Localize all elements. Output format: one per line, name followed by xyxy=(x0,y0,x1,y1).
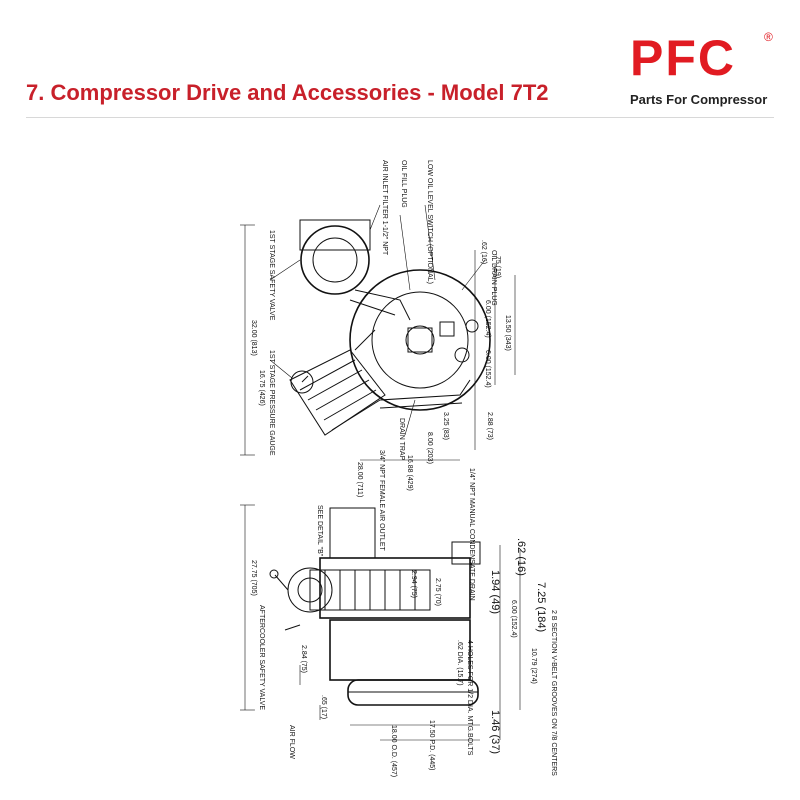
dim-u-6-00-a: 6.00 (152.4) xyxy=(484,300,491,338)
dim-l-27-75: 27.75 (705) xyxy=(250,560,257,596)
callout-air-flow: AIR FLOW xyxy=(288,725,295,759)
logo-mark: PFC xyxy=(630,30,736,86)
dim-l-1-46: 1.46 (37) xyxy=(489,710,501,754)
callout-aftercooler-safety-valve: AFTERCOOLER SAFETY VALVE xyxy=(258,605,265,710)
dim-u-28-00: 28.00 (711) xyxy=(356,462,363,497)
callout-oil-drain-plug: OIL DRAIN PLUG xyxy=(490,250,497,306)
dim-l-2-75: 2.75 (70) xyxy=(434,578,441,606)
callout-1st-stage-pressure-gauge: 1ST STAGE PRESSURE GAUGE xyxy=(268,350,275,456)
dim-l-0-62: .62 (16) xyxy=(515,538,527,576)
callout-manual-condensate-drain: 1/4" NPT MANUAL CONDENSATE DRAIN xyxy=(468,468,475,601)
dim-l-0-65: .65 (17) xyxy=(320,695,327,719)
dim-u-2-88: 2.88 (73) xyxy=(486,412,493,440)
dim-u-16-75: 16.75 (426) xyxy=(258,370,265,406)
callout-1st-stage-safety-valve: 1ST STAGE SAFETY VALVE xyxy=(268,230,275,321)
dim-l-10-79: 10.79 (274) xyxy=(530,648,537,684)
dim-l-2-94: 2.94 (75) xyxy=(410,570,417,598)
upper-view xyxy=(240,204,516,461)
dim-l-1-94: 1.94 (49) xyxy=(489,570,501,614)
registered-mark: ® xyxy=(764,30,773,44)
callout-low-oil-level-switch: LOW OIL LEVEL SWITCH (OPTIONAL) xyxy=(426,160,433,284)
callout-v-belt-grooves: 2 B SECTION V-BELT GROOVES ON 7/8 CENTER… xyxy=(550,610,557,776)
logo-tagline: Parts For Compressor xyxy=(630,92,768,107)
dim-l-6-00: 6.00 (152.4) xyxy=(510,600,517,638)
lower-view xyxy=(240,504,521,741)
header-divider xyxy=(26,117,774,118)
callout-air-inlet-filter: AIR INLET FILTER 1-1/2" NPT xyxy=(381,160,388,256)
dim-l-18-00-od: 18.00 O.D. (457) xyxy=(390,725,397,777)
dim-u-32-00: 32.00 (813) xyxy=(250,320,257,356)
dim-u-8-00: 8.00 (203) xyxy=(426,432,433,464)
dim-u-3-25: 3.25 (83) xyxy=(442,412,449,440)
page-title: 7. Compressor Drive and Accessories - Mo… xyxy=(26,80,549,105)
callout-see-detail-b: SEE DETAIL "B" xyxy=(316,505,323,557)
dim-l-2-84: 2.84 (75) xyxy=(300,645,307,673)
dim-l-7-25: 7.25 (184) xyxy=(535,582,547,632)
callout-air-outlet: 3/4" NPT FEMALE AIR OUTLET xyxy=(378,450,385,551)
callout-mounting-holes: 4 HOLES FOR 1/2 DIA. MTG.BOLTS xyxy=(466,640,473,756)
callout-oil-fill-plug: OIL FILL PLUG xyxy=(400,160,407,208)
dim-l-17-50-pd: 17.50 P.D. (445) xyxy=(428,720,435,770)
compressor-technical-drawing: AIR INLET FILTER 1-1/2" NPT OIL FILL PLU… xyxy=(240,160,557,777)
dim-u-0-75: .75 (19) xyxy=(494,254,501,278)
dim-u-16-88: 16.88 (429) xyxy=(406,455,413,491)
dim-l-0-62-dia: .62 DIA. (15.7) xyxy=(456,640,463,686)
brand-logo: PFC ® Parts For Compressor xyxy=(630,30,780,110)
dim-u-6-00-b: 6.00 (152.4) xyxy=(484,350,491,388)
dim-u-13-50: 13.50 (343) xyxy=(504,315,511,351)
dim-u-0-62: .62 (16) xyxy=(480,240,487,264)
callout-drain-trap: DRAIN TRAP xyxy=(398,418,405,461)
